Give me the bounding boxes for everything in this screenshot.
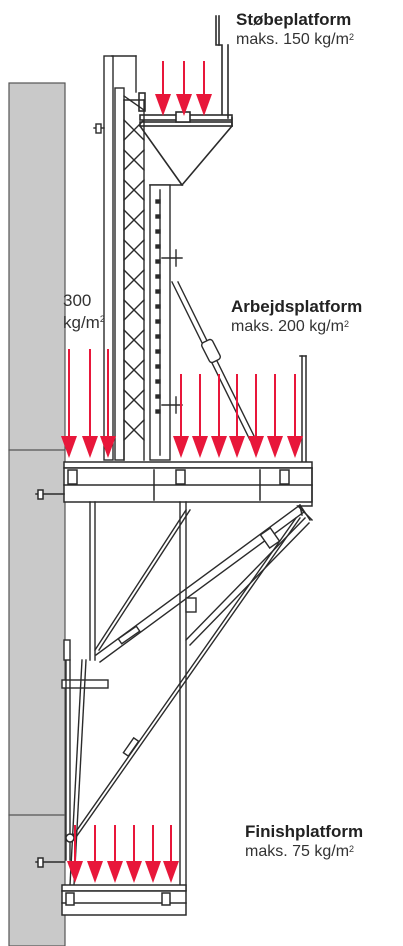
support-bracket bbox=[61, 501, 311, 891]
finish-load-arrow bbox=[107, 825, 123, 883]
side-load-unit: kg/m2 bbox=[63, 313, 105, 333]
working-platform-load: maks. 200 kg/m2 bbox=[231, 318, 349, 336]
working-platform-structure bbox=[35, 355, 314, 522]
finish-platform-load: maks. 75 kg/m2 bbox=[245, 843, 355, 861]
side-load-arrow bbox=[82, 349, 98, 458]
formwork-panel bbox=[93, 55, 145, 461]
working-load-arrow bbox=[248, 374, 264, 458]
pour-load-arrow bbox=[155, 61, 171, 116]
side-load-value: 300 bbox=[63, 291, 92, 310]
working-platform-title: Arbejdsplatform bbox=[231, 297, 363, 316]
finish-load-arrow bbox=[87, 825, 103, 883]
working-load-arrow bbox=[211, 374, 227, 458]
pour-platform-label: Støbeplatform maks. 150 kg/m2 bbox=[236, 10, 354, 50]
finish-load-arrow bbox=[126, 825, 142, 883]
working-load-arrow bbox=[267, 374, 283, 458]
working-platform-label: Arbejdsplatform maks. 200 kg/m2 bbox=[231, 297, 362, 337]
finish-platform-structure bbox=[35, 833, 187, 916]
load-arrows bbox=[61, 61, 303, 883]
working-load-arrow bbox=[192, 374, 208, 458]
finish-load-arrow bbox=[67, 825, 83, 883]
side-load-label: 300 kg/m2 bbox=[63, 290, 105, 334]
side-load-arrow bbox=[61, 349, 77, 458]
vertical-column bbox=[149, 184, 257, 461]
side-load-arrow bbox=[100, 349, 116, 458]
pour-load-arrow bbox=[196, 61, 212, 116]
finish-load-arrow bbox=[163, 825, 179, 883]
finish-platform-title: Finishplatform bbox=[245, 822, 364, 841]
finish-load-arrow bbox=[145, 825, 161, 883]
pour-platform-title: Støbeplatform bbox=[236, 10, 352, 29]
working-load-arrow bbox=[229, 374, 245, 458]
concrete-wall bbox=[8, 82, 66, 946]
pour-platform-load: maks. 150 kg/m2 bbox=[236, 31, 354, 49]
finish-platform-label: Finishplatform maks. 75 kg/m2 bbox=[245, 822, 363, 862]
working-load-arrow bbox=[173, 374, 189, 458]
working-load-arrow bbox=[287, 374, 303, 458]
pour-load-arrow bbox=[176, 61, 192, 116]
